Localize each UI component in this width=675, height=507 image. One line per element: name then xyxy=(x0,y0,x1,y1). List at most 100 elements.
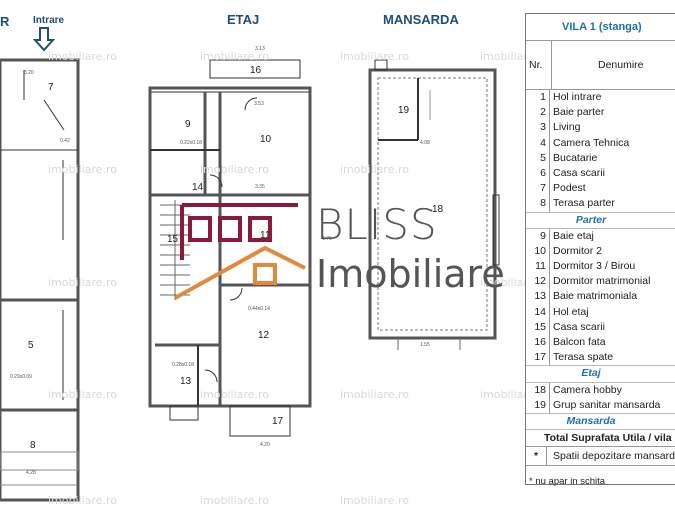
room-number: 14 xyxy=(526,304,550,320)
room-name: Terasa spate xyxy=(553,351,614,364)
room-label-9: 9 xyxy=(185,119,191,130)
room-name: Terasa parter xyxy=(553,197,615,210)
room-name: Grup sanitar mansarda xyxy=(553,398,661,411)
star-symbol: * xyxy=(526,447,547,466)
total-row: Total Suprafata Utila / vila xyxy=(526,430,675,448)
room-name: Baie parter xyxy=(553,106,605,119)
room-name: Podest xyxy=(553,182,586,195)
section-etaj: Etaj xyxy=(526,365,675,383)
watermark-text: imobiliare.ro xyxy=(48,494,117,507)
room-label-18: 18 xyxy=(432,204,444,215)
logo-word-imobiliare: Imobiliare xyxy=(316,252,505,296)
dimension-label: 4.20 xyxy=(260,442,270,448)
floor-plans-area: 7 5 8 16 9 10 14 1 5 11 12 13 17 18 19 3.… xyxy=(0,12,549,507)
room-label-17: 17 xyxy=(272,416,284,427)
room-number: 10 xyxy=(526,243,550,260)
table-title: VILA 1 (stanga) xyxy=(526,14,675,41)
bliss-logo: BLISS Imobiliare xyxy=(170,200,510,310)
watermark-text: imobiliare.ro xyxy=(340,494,409,507)
dimension-label: 3.53 xyxy=(254,101,264,107)
storage-row: * Spatii depozitare mansarda xyxy=(526,447,675,467)
room-number: 13 xyxy=(526,289,550,305)
room-label-13: 13 xyxy=(180,376,192,387)
etaj-plan xyxy=(148,59,312,437)
watermark-text: imobiliare.ro xyxy=(200,163,269,176)
room-label-5: 5 xyxy=(28,340,34,351)
room-name: Hol etaj xyxy=(553,305,589,318)
room-number: 12 xyxy=(526,274,550,290)
footnote: * nu apar in schita xyxy=(529,476,606,488)
room-label-8: 8 xyxy=(30,440,36,451)
room-name: Camera hobby xyxy=(553,383,622,396)
dimension-label: 1.55 xyxy=(420,342,430,348)
entrance-arrow-icon xyxy=(32,27,56,52)
entrance-label: Intrare xyxy=(33,15,65,26)
room-number: 4 xyxy=(526,135,550,151)
watermark-text: imobiliare.ro xyxy=(48,388,117,401)
room-name: Camera Tehnica xyxy=(553,136,630,149)
room-number: 19 xyxy=(526,397,550,413)
room-name: Bucatarie xyxy=(553,151,598,164)
dimension-label: 3.20 xyxy=(24,70,34,76)
watermark-text: imobiliare.ro xyxy=(340,388,409,401)
dimension-label: 0.44x0.14 xyxy=(248,306,270,312)
mansarda-plan xyxy=(368,59,500,350)
watermark-text: imobiliare.ro xyxy=(48,50,117,63)
room-name: Balcon fata xyxy=(553,336,606,348)
house-logo-icon xyxy=(174,203,306,300)
room-number: 5 xyxy=(526,150,550,166)
watermark-text: imobiliare.ro xyxy=(48,276,117,289)
dimension-label: 0.22x0.18 xyxy=(180,140,202,146)
mansarda-title: MANSARDA xyxy=(383,12,459,27)
watermark-text: imobiliare.ro xyxy=(200,50,269,63)
room-name: Hol intrare xyxy=(553,91,602,103)
parter-title: R xyxy=(0,14,10,29)
room-label-14: 14 xyxy=(192,182,204,193)
room-number: 8 xyxy=(526,196,550,212)
section-mansarda: Mansarda xyxy=(526,412,675,431)
room-number: 3 xyxy=(526,120,550,136)
section-parter: Parter xyxy=(526,211,675,229)
room-label-10: 10 xyxy=(260,134,272,145)
dimension-label: 4.28 xyxy=(26,470,36,476)
dimension-label: 0.42 xyxy=(60,138,70,144)
logo-word-bliss: BLISS xyxy=(316,200,438,249)
room-label-7: 7 xyxy=(48,82,54,93)
watermark-text: imobiliare.ro xyxy=(200,494,269,507)
room-number: 18 xyxy=(526,382,550,398)
room-number: 16 xyxy=(526,335,550,351)
col-nr-header: Nr. xyxy=(526,41,552,89)
watermark-text: imobiliare.ro xyxy=(340,50,409,63)
dimension-label: 0.29x0.09 xyxy=(10,374,32,380)
etaj-title: ETAJ xyxy=(227,12,260,27)
room-number: 7 xyxy=(526,181,550,197)
col-name-header: Denumire xyxy=(598,59,644,71)
room-number: 1 xyxy=(526,90,550,106)
dimension-label: 4.08 xyxy=(420,140,430,146)
watermark-text: imobiliare.ro xyxy=(340,163,409,176)
watermark-text: imobiliare.ro xyxy=(200,388,269,401)
room-name: Casa scarii xyxy=(553,166,605,179)
dimension-label: 3.35 xyxy=(255,184,265,190)
watermark-text: imobiliare.ro xyxy=(48,163,117,176)
room-label-11: 11 xyxy=(260,230,271,241)
room-name: Baie etaj xyxy=(553,229,594,242)
room-number: 2 xyxy=(526,105,550,121)
room-label-12: 12 xyxy=(258,330,270,341)
room-number: 11 xyxy=(526,259,550,275)
